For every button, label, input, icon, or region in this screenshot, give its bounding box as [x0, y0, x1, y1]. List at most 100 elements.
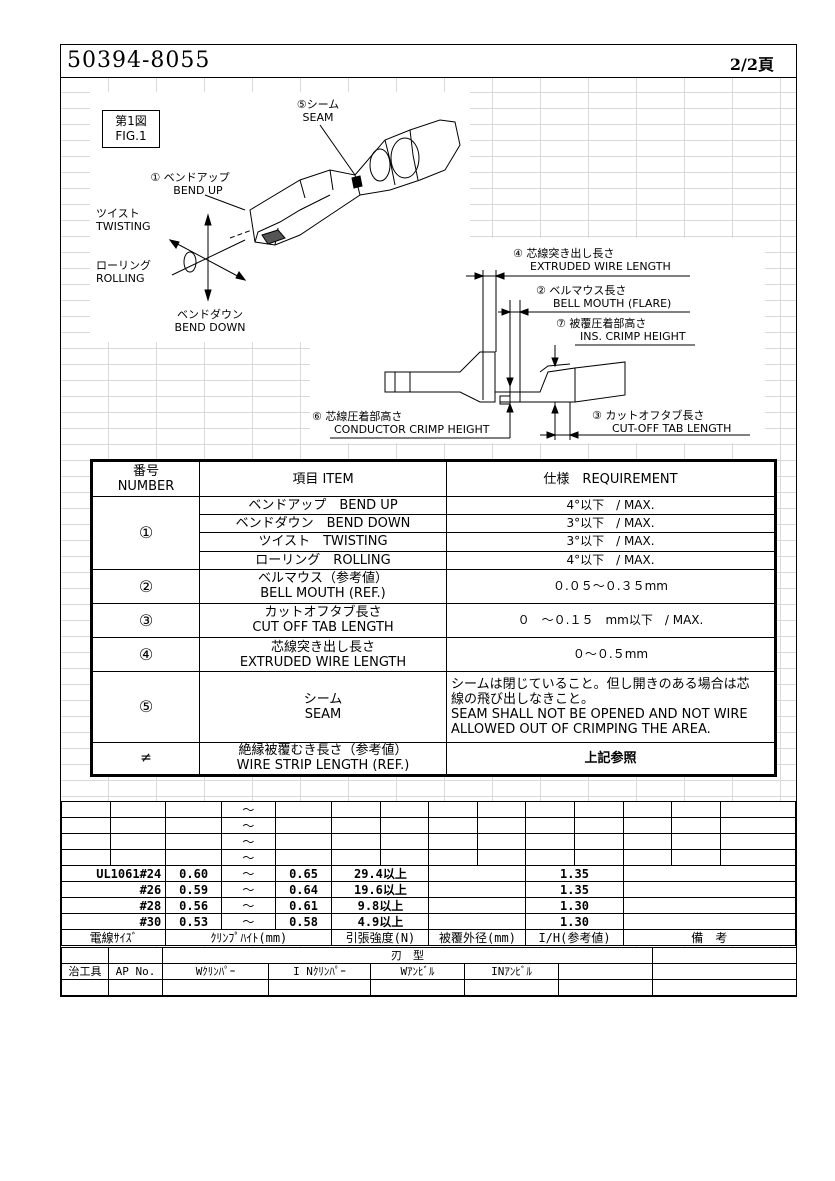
ch-max: 0.61	[274, 897, 333, 914]
in-anvil-header: INｱﾝﾋﾞﾙ	[464, 963, 559, 980]
wire-size: #30	[60, 913, 167, 930]
item-ja: 絶縁被覆むき長さ（参考値）	[238, 743, 408, 759]
label-bell-ja: ② ベルマウス長さ	[536, 284, 627, 297]
requirement-cell: ０.０５～０.３５mm	[446, 568, 775, 604]
sheet-header: 50394-8055 2/2頁	[61, 45, 796, 78]
label-bell-mouth: ② ベルマウス長さ BELL MOUTH (FLARE)	[536, 284, 671, 310]
label-rolling: ローリング ROLLING	[96, 259, 151, 285]
item-en: WIRE STRIP LENGTH (REF.)	[236, 758, 410, 774]
ih: 1.30	[525, 913, 624, 930]
ch-max: 0.65	[274, 865, 333, 882]
tensile: 9.8以上	[331, 897, 430, 914]
tilde: ～	[220, 865, 276, 882]
label-extruded-en: EXTRUDED WIRE LENGTH	[530, 260, 671, 273]
label-cutoff-ja: ③ カットオフタブ長さ	[592, 409, 705, 422]
part-number: 50394-8055	[67, 48, 211, 73]
ih: 1.30	[525, 897, 624, 914]
header-number-en: NUMBER	[117, 479, 175, 495]
row-number: ④	[92, 637, 200, 673]
item-ja: 芯線突き出し長さ	[270, 639, 375, 655]
tooling-table: 刃 型 治工具 AP No. Wｸﾘﾝﾊﾟｰ I Nｸﾘﾝﾊﾟｰ Wｱﾝﾋﾞﾙ …	[61, 947, 798, 996]
tilde: ～	[220, 881, 276, 898]
label-rolling-ja: ローリング	[96, 259, 151, 272]
in-crimper-header: I Nｸﾘﾝﾊﾟｰ	[268, 963, 371, 980]
blade-header: 刃 型	[161, 947, 654, 964]
header-tensile: 引張強度(N)	[331, 929, 430, 946]
ih: 1.35	[525, 865, 624, 882]
requirement-cell: 3°以下 / MAX.	[446, 514, 775, 534]
ap-header: AP No.	[108, 963, 163, 980]
label-bend-up-en: BEND UP	[173, 184, 223, 197]
item-en: BELL MOUTH (REF.)	[260, 586, 386, 602]
label-ins-en: INS. CRIMP HEIGHT	[580, 330, 686, 343]
ch-min: 0.59	[165, 881, 222, 898]
label-extruded: ④ 芯線突き出し長さ EXTRUDED WIRE LENGTH	[513, 247, 671, 273]
label-bend-down: ベンドダウン BEND DOWN	[165, 308, 255, 334]
req-line: シームは閉じていること。但し開きのある場合は芯	[451, 676, 750, 692]
header-number-ja: 番号	[132, 464, 159, 480]
item-cell: ツイスト TWISTING	[199, 532, 447, 552]
ch-min: 0.56	[165, 897, 222, 914]
item-en: CUT OFF TAB LENGTH	[252, 620, 394, 636]
label-conductor-crimp: ⑥ 芯線圧着部高さ CONDUCTOR CRIMP HEIGHT	[312, 410, 489, 436]
row-number: ③	[92, 602, 200, 639]
req-line: SEAM SHALL NOT BE OPENED AND NOT WIRE	[451, 706, 748, 722]
label-seam-en: SEAM	[302, 111, 334, 124]
row-number: ≠	[92, 741, 200, 776]
tilde: ～	[220, 817, 276, 834]
ch-min: 0.53	[165, 913, 222, 930]
ch-max: 0.58	[274, 913, 333, 930]
tensile: 4.9以上	[331, 913, 430, 930]
axes-cross	[168, 213, 247, 302]
label-extruded-ja: ④ 芯線突き出し長さ	[513, 247, 615, 260]
label-cutoff-en: CUT-OFF TAB LENGTH	[612, 422, 732, 435]
ch-min: 0.60	[165, 865, 222, 882]
requirement-cell: ０～０.５mm	[446, 637, 775, 673]
wire-size: #28	[60, 897, 167, 914]
tensile: 29.4以上	[331, 865, 430, 882]
requirement-cell: 上記参照	[446, 741, 775, 776]
label-twisting: ツイスト TWISTING	[96, 207, 151, 233]
header-requirement: 仕様 REQUIREMENT	[446, 460, 775, 498]
header-od: 被覆外径(mm)	[428, 929, 527, 946]
requirement-cell: 4°以下 / MAX.	[446, 496, 775, 516]
label-seam: ⑤シーム SEAM	[278, 98, 358, 124]
req-line: ALLOWED OUT OF CRIMPING THE AREA.	[451, 721, 711, 737]
figure-label-ja: 第1図	[115, 114, 147, 128]
w-crimper-header: Wｸﾘﾝﾊﾟｰ	[162, 963, 269, 980]
label-cutoff: ③ カットオフタブ長さ CUT-OFF TAB LENGTH	[592, 409, 731, 435]
header-crimp-height: ｸﾘﾝﾌﾟﾊｲﾄ(mm)	[165, 929, 333, 946]
label-seam-ja: ⑤シーム	[296, 98, 340, 111]
label-bend-up: ① ベンドアップ BEND UP	[130, 171, 250, 197]
label-twisting-ja: ツイスト	[96, 207, 140, 220]
row-number: ⑤	[92, 671, 200, 743]
wire-size: #26	[60, 881, 167, 898]
header-ih: I/H(参考値)	[525, 929, 624, 946]
figure-label-box: 第1図 FIG.1	[102, 110, 160, 148]
figure-right-area	[310, 238, 765, 443]
item-cell: ベンドアップ BEND UP	[199, 496, 447, 516]
item-ja: シーム	[303, 691, 343, 707]
header-remarks: 備 考	[622, 929, 797, 946]
item-cell: 絶縁被覆むき長さ（参考値）WIRE STRIP LENGTH (REF.)	[199, 741, 447, 776]
ch-max: 0.64	[274, 881, 333, 898]
tilde: ～	[220, 913, 276, 930]
figure-label-en: FIG.1	[115, 129, 147, 143]
label-bell-en: BELL MOUTH (FLARE)	[553, 297, 672, 310]
jig-header: 治工具	[61, 963, 109, 980]
row-number: ②	[92, 568, 200, 604]
label-twisting-en: TWISTING	[96, 220, 151, 233]
item-en: EXTRUDED WIRE LENGTH	[239, 654, 407, 670]
label-rolling-en: ROLLING	[96, 272, 145, 285]
item-en: SEAM	[304, 706, 342, 722]
header-wire-size: 電線ｻｲｽﾞ	[60, 929, 167, 946]
tilde: ～	[220, 833, 276, 850]
w-anvil-header: Wｱﾝﾋﾞﾙ	[370, 963, 465, 980]
terminal-sketch-top	[229, 119, 461, 246]
label-ins-crimp: ⑦ 被覆圧着部高さ INS. CRIMP HEIGHT	[556, 317, 686, 343]
